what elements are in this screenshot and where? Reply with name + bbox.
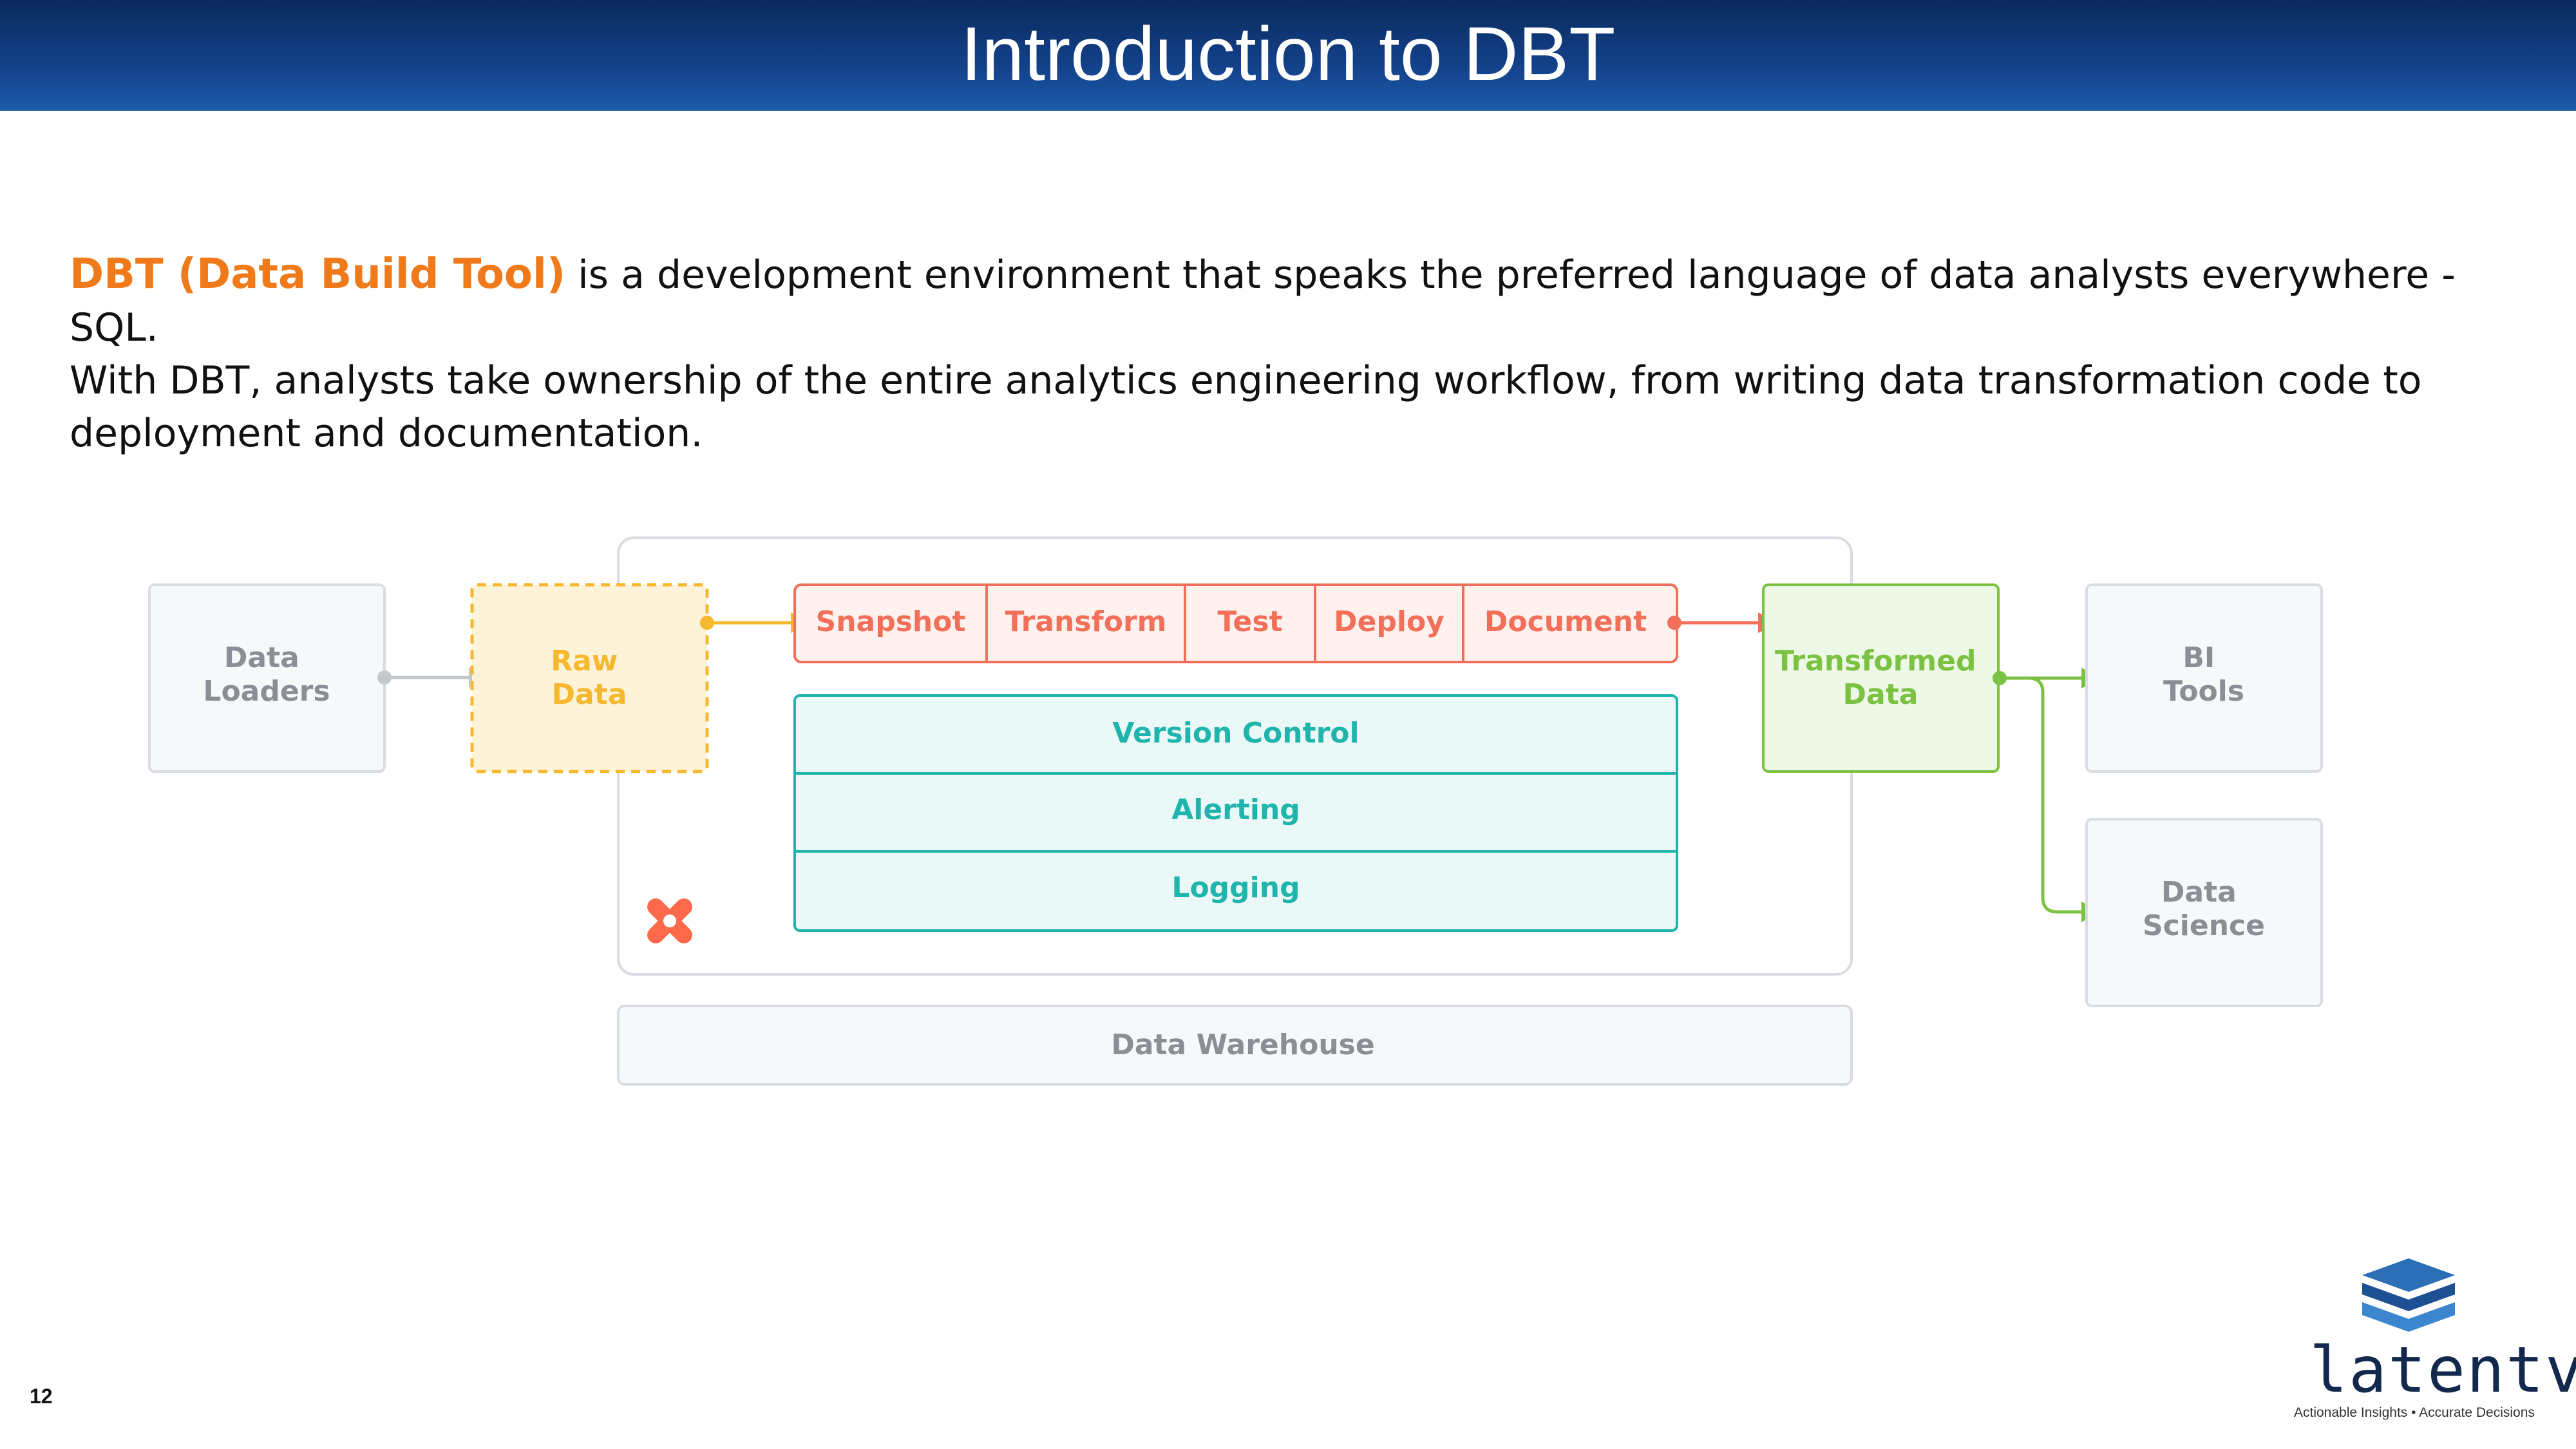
page-number: 12: [30, 1385, 53, 1408]
dbt-term: DBT (Data Build Tool): [70, 251, 566, 298]
intro-line-2: With DBT, analysts take ownership of the…: [70, 358, 2422, 456]
dbt-logo-icon: [647, 898, 692, 943]
layer-version-control: Version Control: [1112, 717, 1359, 750]
data-science-label: Data Science: [2143, 876, 2265, 942]
logo-wordmark: latentview: [2309, 1334, 2576, 1407]
title-bar: Introduction to DBT: [0, 0, 2576, 111]
step-document: Document: [1484, 605, 1647, 638]
raw-data-label: Raw Data: [551, 645, 628, 711]
arrow-dot: [700, 616, 714, 630]
step-transform: Transform: [1005, 605, 1166, 638]
transformed-data-label: Transformed Data: [1775, 645, 1986, 711]
raw-data-box: [470, 583, 709, 773]
slide-title: Introduction to DBT: [960, 12, 1616, 97]
step-deploy: Deploy: [1334, 605, 1444, 638]
layer-alerting: Alerting: [1171, 793, 1300, 826]
arrow-dot: [1993, 671, 2007, 685]
logo-tagline: Actionable Insights • Accurate Decisions: [2294, 1405, 2535, 1420]
intro-line-1: DBT (Data Build Tool) is a development e…: [70, 248, 2543, 354]
arrow-dot: [377, 670, 392, 685]
layer-logging: Logging: [1171, 871, 1300, 904]
data-warehouse-box: [617, 1005, 1853, 1086]
bi-tools-box: [2085, 583, 2323, 773]
arrow-dot: [1667, 616, 1681, 630]
step-snapshot: Snapshot: [816, 605, 966, 638]
latentview-logo: latentview Actionable Insights • Accurat…: [2286, 1256, 2576, 1430]
latentview-logo-mark: [2362, 1258, 2455, 1332]
data-loaders-label: Data Loaders: [203, 641, 330, 708]
arrow-to-data-science: [2028, 676, 2094, 914]
platform-layers-box: [793, 694, 1678, 932]
data-warehouse-label: Data Warehouse: [1111, 1028, 1374, 1061]
intro-line-1-rest: is a development environment that speaks…: [70, 252, 2456, 350]
intro-text: DBT (Data Build Tool) is a development e…: [70, 248, 2543, 460]
data-science-box: [2085, 818, 2323, 1007]
step-test: Test: [1217, 605, 1282, 638]
bi-tools-label: BI Tools: [2163, 641, 2244, 708]
